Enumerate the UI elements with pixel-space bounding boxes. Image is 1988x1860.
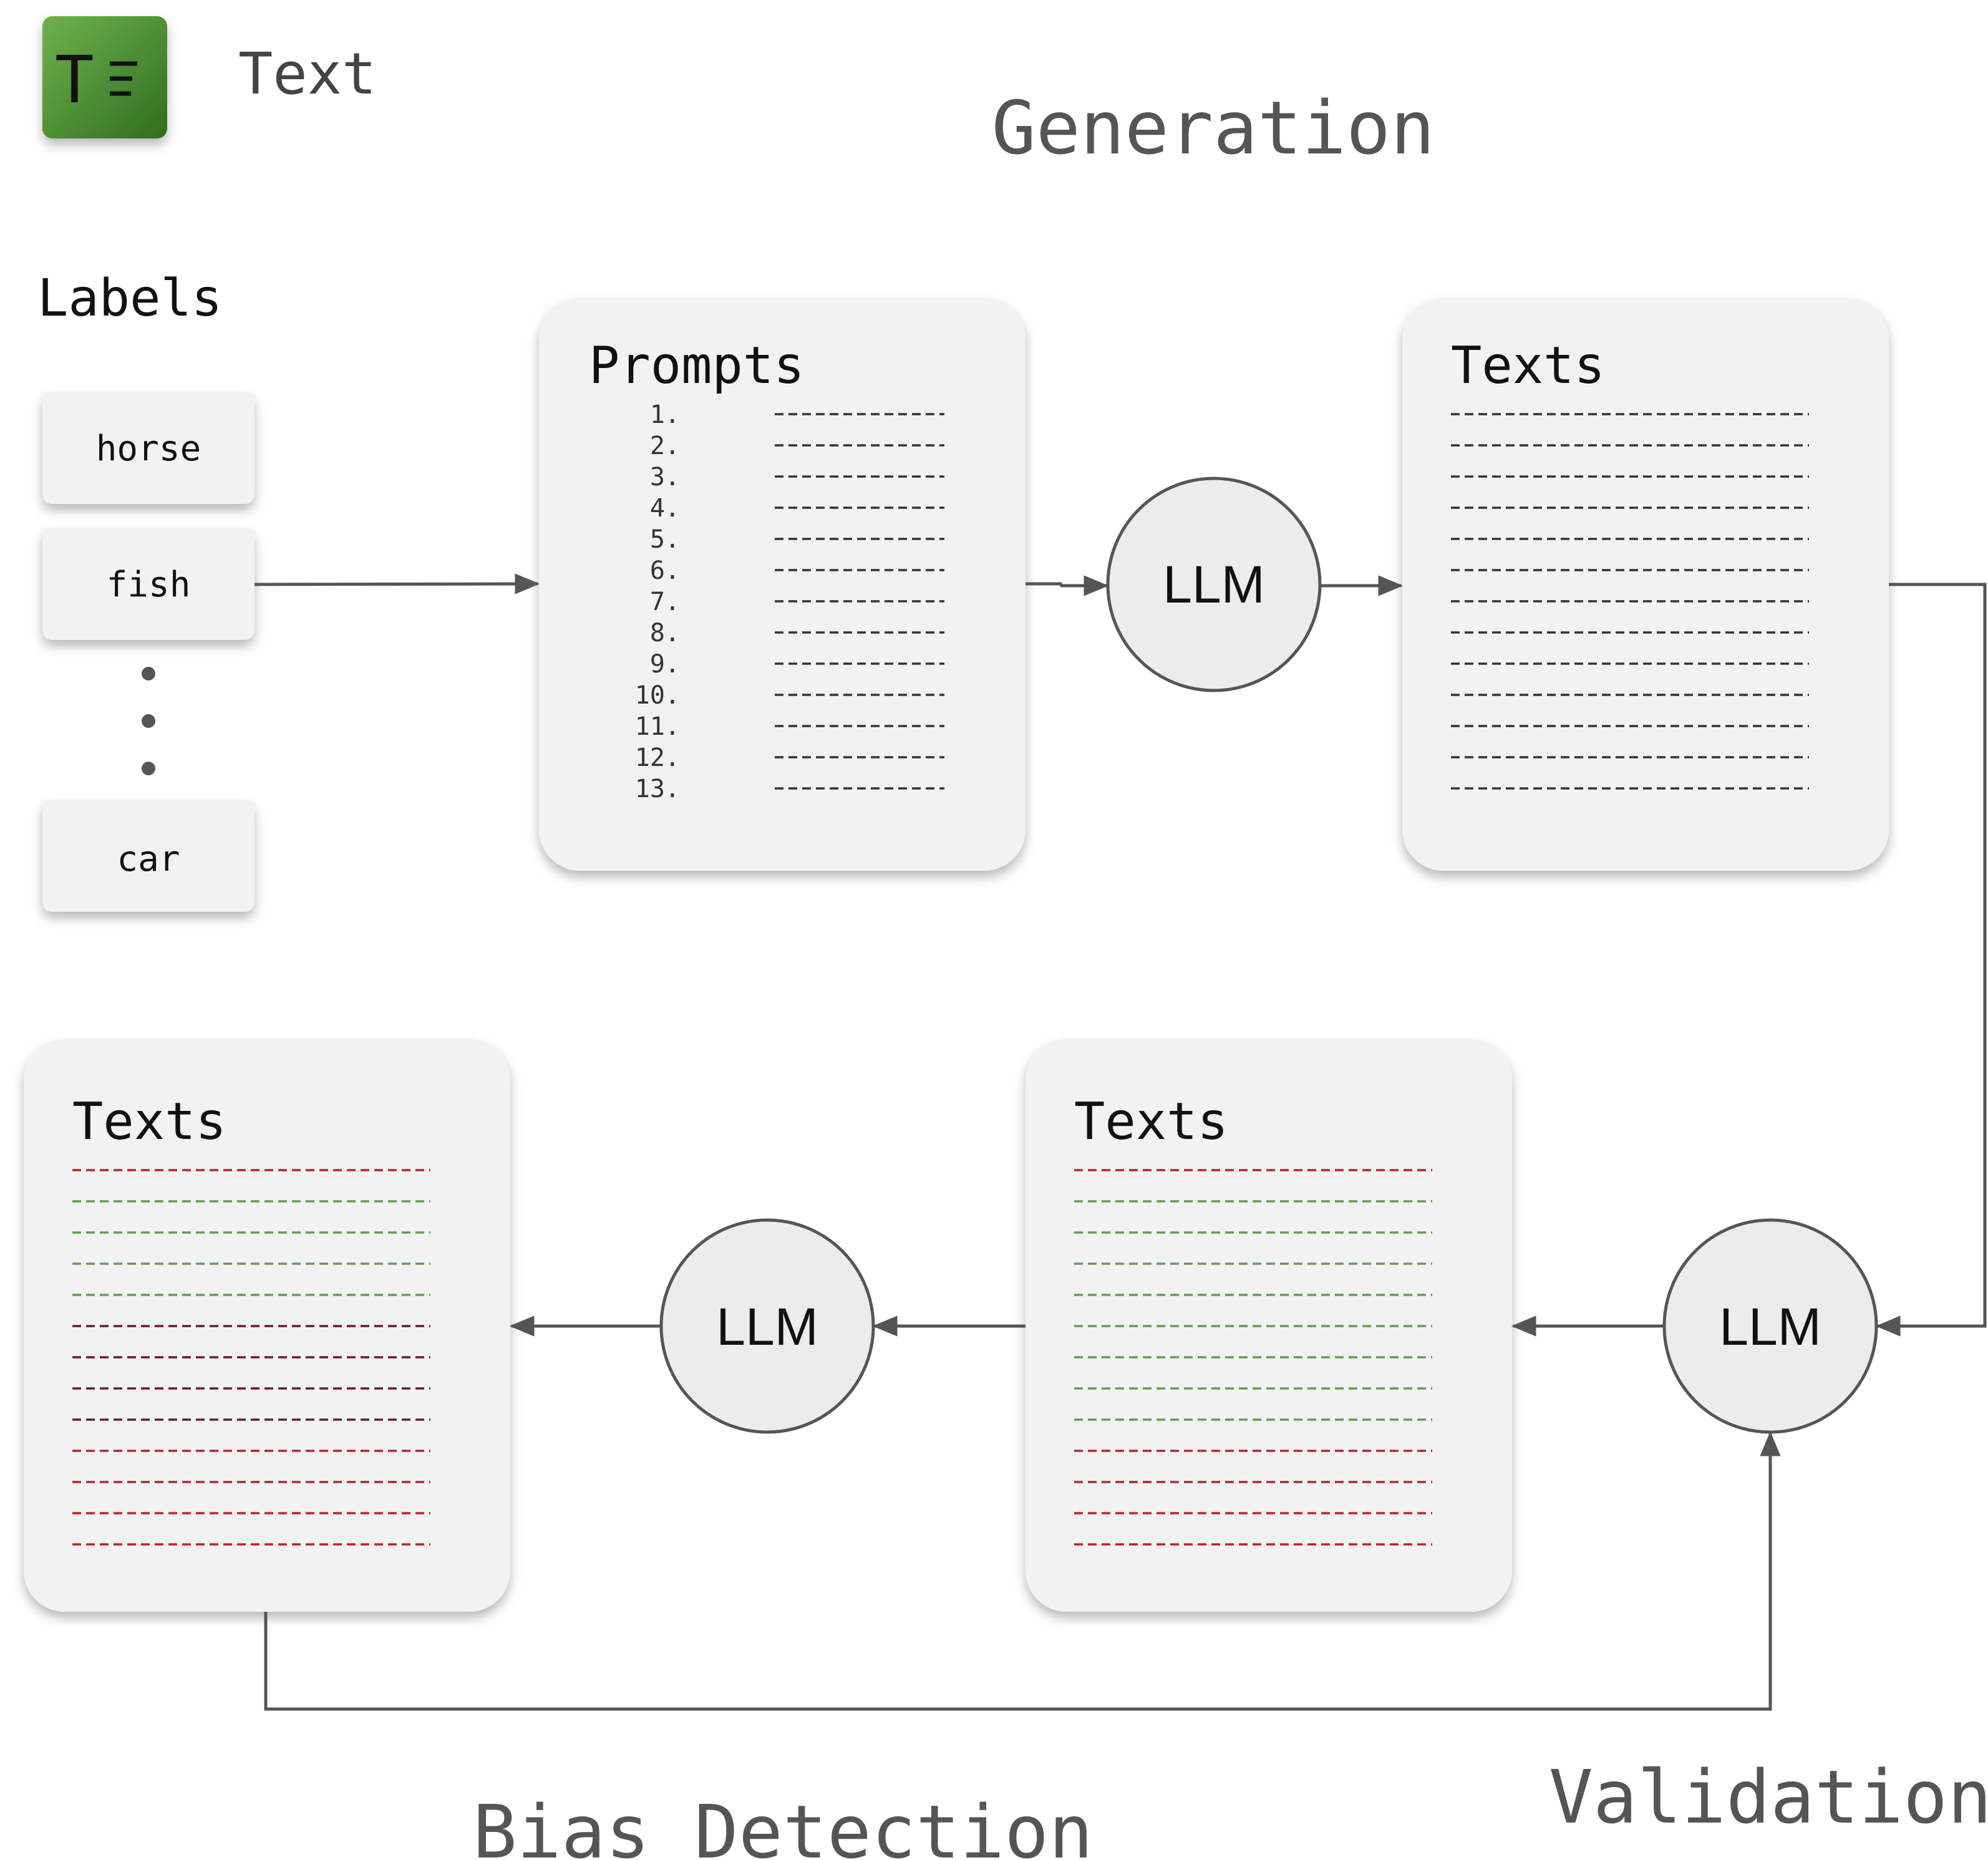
prompt-number: 11. [635,712,680,741]
prompt-number: 12. [635,744,680,772]
prompt-number: 6. [650,556,680,585]
prompt-number: 2. [650,432,680,460]
generated-texts-title: Texts [1451,336,1605,395]
arrow-prompts-to-llm [1026,575,1109,596]
labels-title: Labels [37,269,222,328]
lines-icon [110,61,137,96]
bias-texts-title: Texts [72,1092,226,1151]
label-chip-text: car [117,839,180,879]
prompt-number: 8. [650,619,680,647]
bias-text-lines [72,1169,430,1546]
llm-node-validation: LLM [1662,1218,1878,1434]
prompts-title: Prompts [589,336,805,395]
prompts-card: Prompts 1. 2. 3.4.5.6. 7. 8. 9.10.11. 12. 13. [539,298,1026,871]
prompt-number: 3. [650,463,680,492]
label-chip-fish: fish [42,528,255,640]
bias-detection-heading: Bias Detection [473,1789,1093,1860]
bias-texts-card: Texts [24,1039,510,1612]
llm-node-label: LLM [716,1297,818,1356]
prompt-number: 13. [635,775,680,803]
labels-panel: Labels horse fish car [37,269,255,912]
prompt-number: 1. [650,400,680,429]
connectors [254,573,1987,1711]
validation-heading: Validation [1549,1754,1988,1840]
validated-texts-card: Texts [1026,1039,1512,1612]
label-chip-horse: horse [42,392,255,504]
llm-node-bias: LLM [659,1218,875,1434]
prompt-number: 10. [635,681,680,710]
validated-texts-title: Texts [1074,1092,1228,1151]
prompt-number: 4. [650,494,680,523]
text-document-icon [42,16,167,138]
legend-icon-glyph: T [55,42,94,118]
arrow-texts-to-validation-llm [1875,583,1987,1337]
legend: T Text [42,16,377,138]
prompt-rows: 1. 2. 3.4.5.6. 7. 8. 9.10.11. 12. 13. [635,400,944,803]
llm-node-label: LLM [1163,555,1264,614]
prompt-number: 9. [650,650,680,679]
generated-texts-card: Texts [1402,298,1889,871]
label-chip-text: fish [107,564,191,605]
llm-node-generation: LLM [1106,477,1322,692]
ellipsis-dots [142,667,155,775]
legend-label: Text [238,41,377,107]
generation-heading: Generation [992,85,1435,171]
validated-text-lines [1074,1169,1432,1546]
generated-text-lines [1451,413,1809,790]
arrow-bias-texts-to-validation-llm [264,1431,1781,1711]
label-chip-car: car [42,800,255,912]
llm-node-label: LLM [1719,1297,1821,1356]
prompt-number: 5. [650,525,680,554]
label-chip-text: horse [96,429,201,469]
prompt-number: 7. [650,588,680,616]
